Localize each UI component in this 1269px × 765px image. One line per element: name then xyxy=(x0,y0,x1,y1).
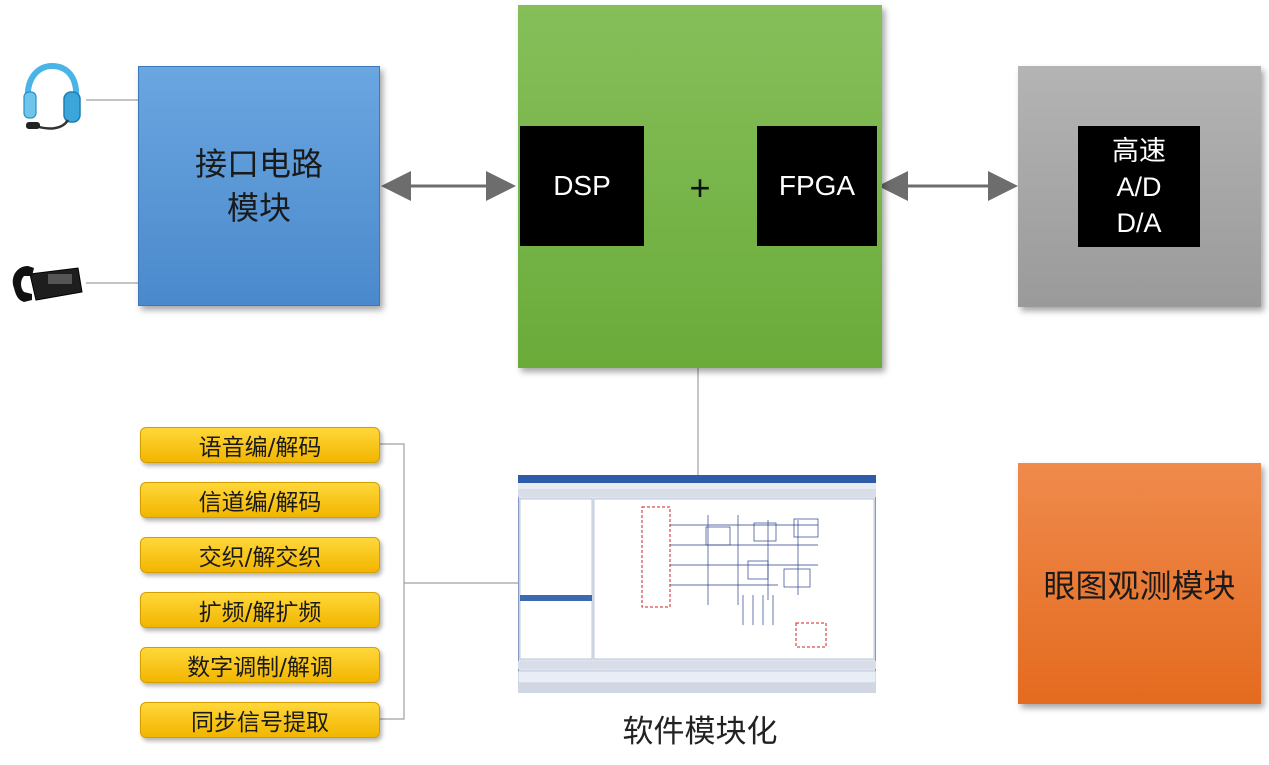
telephone-icon xyxy=(12,266,83,302)
interface-circuit-module: 接口电路 模块 xyxy=(138,66,380,306)
software-function-item: 扩频/解扩频 xyxy=(140,592,380,628)
eye-diagram-label: 眼图观测模块 xyxy=(1043,566,1236,605)
software-modularization-caption: 软件模块化 xyxy=(622,714,778,750)
software-function-item: 交织/解交织 xyxy=(140,537,380,573)
plus-sign: + xyxy=(689,167,711,208)
software-bracket xyxy=(380,443,518,720)
software-function-item: 数字调制/解调 xyxy=(140,647,380,683)
interface-module-label-line2: 模块 xyxy=(226,189,291,227)
interface-module-label-line1: 接口电路 xyxy=(194,145,323,183)
converter-label-line1: 高速 xyxy=(1112,135,1166,166)
software-screenshot-image xyxy=(518,475,876,693)
dsp-chip: DSP xyxy=(520,126,644,246)
converter-label-line3: D/A xyxy=(1116,207,1162,238)
software-function-item: 同步信号提取 xyxy=(140,702,380,738)
software-function-item: 信道编/解码 xyxy=(140,482,380,518)
adda-chip: 高速 A/D D/A xyxy=(1078,126,1200,247)
converter-label-line2: A/D xyxy=(1116,171,1162,202)
eye-diagram-module: 眼图观测模块 xyxy=(1018,463,1261,704)
fpga-chip: FPGA xyxy=(757,126,877,246)
headset-icon xyxy=(23,62,81,130)
software-function-item: 语音编/解码 xyxy=(140,427,380,463)
